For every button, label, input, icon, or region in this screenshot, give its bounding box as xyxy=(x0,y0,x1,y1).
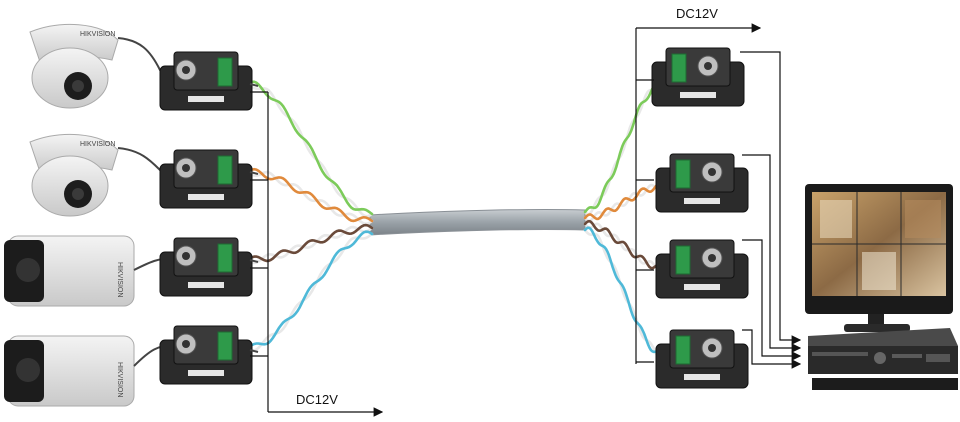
twisted-pair-right-3-strand xyxy=(583,219,666,270)
twisted-pair-right-4 xyxy=(583,226,666,360)
twisted-pair-right-4-strand xyxy=(583,226,666,358)
twisted-pair-left-4-strand xyxy=(246,230,374,350)
twisted-pair-right-1-strand xyxy=(583,84,662,216)
dome-camera-1: HIKVISION xyxy=(29,23,176,109)
terminal-block-icon xyxy=(675,159,691,189)
balun-transmitter-4-sticker xyxy=(188,370,224,376)
twisted-pair-left-2-strand xyxy=(246,170,374,226)
twisted-pair-left-1 xyxy=(246,80,374,218)
balun-transmitter-2 xyxy=(159,149,253,209)
balun-transmitter-1 xyxy=(159,51,253,111)
left-connection-stubs xyxy=(249,83,259,353)
monitor-icon xyxy=(805,184,953,332)
balun-receiver-1 xyxy=(651,47,745,107)
twisted-pair-left-1-strand xyxy=(246,80,374,216)
balun-transmitter-4 xyxy=(159,325,253,385)
bnc-connector-pin xyxy=(182,164,190,172)
balun-receiver-4 xyxy=(655,329,749,389)
balun-transmitter-3-sticker xyxy=(188,282,224,288)
twisted-pair-right-3 xyxy=(583,219,666,273)
twisted-pair-right-2 xyxy=(583,181,666,223)
twisted-pairs-right xyxy=(583,82,666,360)
twisted-pair-right-1-strand xyxy=(583,82,662,214)
bnc-connector-pin xyxy=(704,62,712,70)
balun-transmitter-2-sticker xyxy=(188,194,224,200)
main-cable xyxy=(369,208,586,236)
dome-camera-2: HIKVISION xyxy=(29,133,176,217)
bnc-connector-pin xyxy=(182,66,190,74)
terminal-block-icon xyxy=(671,53,687,83)
twisted-pair-left-1-strand xyxy=(246,82,374,218)
balun-transmitter-1-sticker xyxy=(188,96,224,102)
balun-receiver-2 xyxy=(655,153,749,213)
twisted-pair-right-2-strand xyxy=(583,183,666,223)
bnc-connector-pin xyxy=(708,168,716,176)
terminal-block-icon xyxy=(217,155,233,185)
power-line-left xyxy=(250,91,384,417)
balun-receiver-1-sticker xyxy=(680,92,716,98)
twisted-pair-right-3-strand xyxy=(583,222,666,273)
balun-receiver-2-sticker xyxy=(684,198,720,204)
balun-receiver-4-sticker xyxy=(684,374,720,380)
twisted-pair-left-2 xyxy=(246,167,374,226)
twisted-pairs-left xyxy=(246,80,374,352)
dvr-video-lines xyxy=(740,51,802,369)
terminal-block-icon xyxy=(217,243,233,273)
camera-brand-1: HIKVISION xyxy=(80,31,115,38)
terminal-block-icon xyxy=(675,245,691,275)
twisted-pair-left-3-strand xyxy=(246,225,374,265)
dc12v-label-right: DC12V xyxy=(676,6,718,21)
twisted-pair-right-1 xyxy=(583,82,662,216)
bullet-camera-2: HIKVISION xyxy=(4,335,176,407)
dvr-icon xyxy=(808,328,958,390)
bnc-connector-pin xyxy=(708,344,716,352)
terminal-block-icon xyxy=(675,335,691,365)
camera-brand-2: HIKVISION xyxy=(80,141,115,148)
twisted-pair-left-3-strand xyxy=(246,223,374,263)
twisted-pair-left-4 xyxy=(246,230,374,352)
bnc-connector-pin xyxy=(708,254,716,262)
terminal-block-icon xyxy=(217,331,233,361)
balun-receiver-3 xyxy=(655,239,749,299)
twisted-pair-left-3 xyxy=(246,223,374,265)
twisted-pair-left-2-strand xyxy=(246,167,374,223)
camera-brand-4: HIKVISION xyxy=(116,362,123,397)
balun-transmitter-3 xyxy=(159,237,253,297)
terminal-block-icon xyxy=(217,57,233,87)
balun-receiver-3-sticker xyxy=(684,284,720,290)
twisted-pair-right-4-strand xyxy=(583,228,666,360)
dc12v-label-left: DC12V xyxy=(296,392,338,407)
power-line-right xyxy=(635,23,762,364)
bnc-connector-pin xyxy=(182,340,190,348)
bnc-connector-pin xyxy=(182,252,190,260)
twisted-pair-left-4-strand xyxy=(246,232,374,352)
twisted-pair-right-2-strand xyxy=(583,181,666,221)
camera-brand-3: HIKVISION xyxy=(116,262,123,297)
bullet-camera-1: HIKVISION xyxy=(4,235,176,307)
